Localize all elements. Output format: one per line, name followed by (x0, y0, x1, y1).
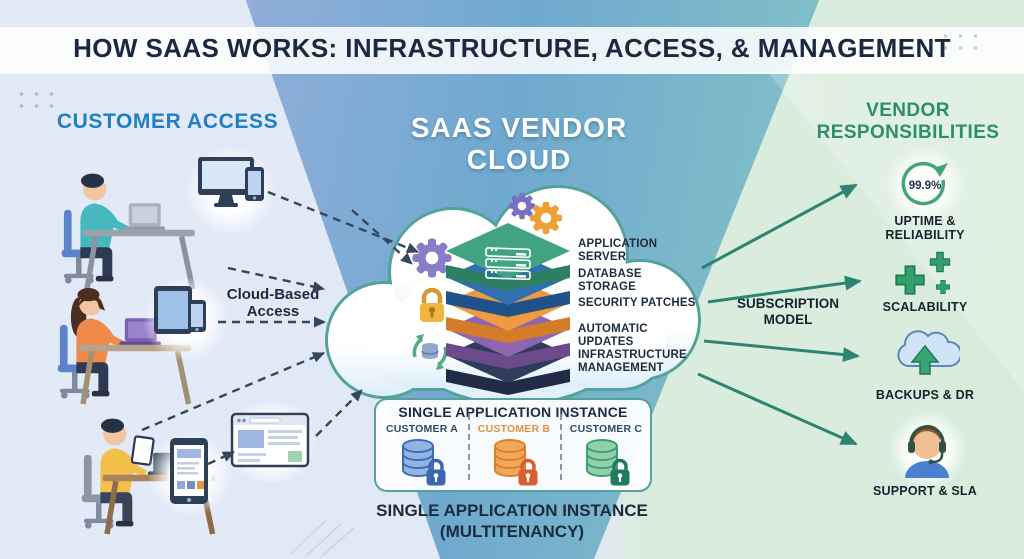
subscription-model-label: SUBSCRIPTION MODEL (736, 296, 839, 327)
vendor-responsibilities-heading: VENDOR RESPONSIBILITIES (816, 100, 1000, 143)
glow (885, 148, 965, 224)
multitenancy-box-heading: SINGLE APPLICATION INSTANCE (398, 404, 628, 420)
customer-a-database-icon (402, 439, 448, 488)
diagonal-lines-decoration (290, 519, 355, 556)
layer-label-application-server: APPLICATION SERVER (578, 238, 658, 263)
dot-grid-decoration (14, 88, 58, 114)
layer-label-automatic-updates: AUTOMATIC UPDATES (578, 323, 648, 348)
server-racks-icon (485, 247, 531, 281)
uptime-label: UPTIME & RELIABILITY (885, 214, 965, 243)
divider (560, 414, 562, 480)
customer-access-heading: CUSTOMER ACCESS (56, 110, 279, 133)
sync-database-icon (412, 334, 448, 370)
multitenancy-caption-line2: (MULTITENANCY) (439, 522, 585, 542)
divider (468, 414, 470, 480)
customer-c-label: CUSTOMER C (569, 423, 643, 435)
title-band (0, 27, 1024, 74)
desktop-monitor-icon (198, 157, 264, 207)
customer-c-database-icon (586, 439, 632, 488)
dot-grid-decoration (938, 30, 982, 56)
layer-label-infrastructure-management: INFRASTRUCTURE MANAGEMENT (578, 349, 687, 374)
saas-vendor-cloud-heading: SAAS VENDOR CLOUD (410, 112, 628, 175)
customer-b-database-icon (494, 439, 540, 488)
browser-window-icon (230, 412, 310, 468)
layer-label-database-storage: DATABASE STORAGE (578, 268, 642, 293)
smartphone-icon (170, 438, 208, 504)
svg-text:99.9%: 99.9% (909, 180, 942, 192)
customer-a-label: CUSTOMER A (385, 423, 458, 435)
multitenancy-caption: SINGLE APPLICATION INSTANCE (MULTITENANC… (347, 500, 677, 543)
layer-label-security-patches: SECURITY PATCHES (578, 297, 696, 309)
gear-icon (529, 201, 563, 235)
customer-b-label: CUSTOMER B (477, 423, 551, 435)
backups-label: BACKUPS & DR (875, 388, 975, 402)
layer-application (446, 223, 570, 291)
page-title: HOW SAAS WORKS: INFRASTRUCTURE, ACCESS, … (73, 33, 951, 63)
cloud-based-access-label: Cloud-Based Access (226, 286, 320, 321)
support-label: SUPPORT & SLA (873, 484, 977, 498)
cloud-contents (412, 192, 570, 395)
cloud-upload-icon (897, 330, 960, 375)
scalability-label: SCALABILITY (882, 300, 968, 314)
support-headset-icon (905, 424, 949, 478)
gear-icon (412, 238, 452, 278)
multitenancy-caption-line1: SINGLE APPLICATION INSTANCE (376, 501, 648, 520)
uptime-circular-arrow-icon: 99.9% (901, 161, 948, 206)
person-1-teal-laptop (61, 173, 196, 290)
tablet-and-phone-icon (154, 286, 206, 334)
lock-icon (420, 287, 444, 322)
plus-scalability-icon (895, 251, 951, 295)
